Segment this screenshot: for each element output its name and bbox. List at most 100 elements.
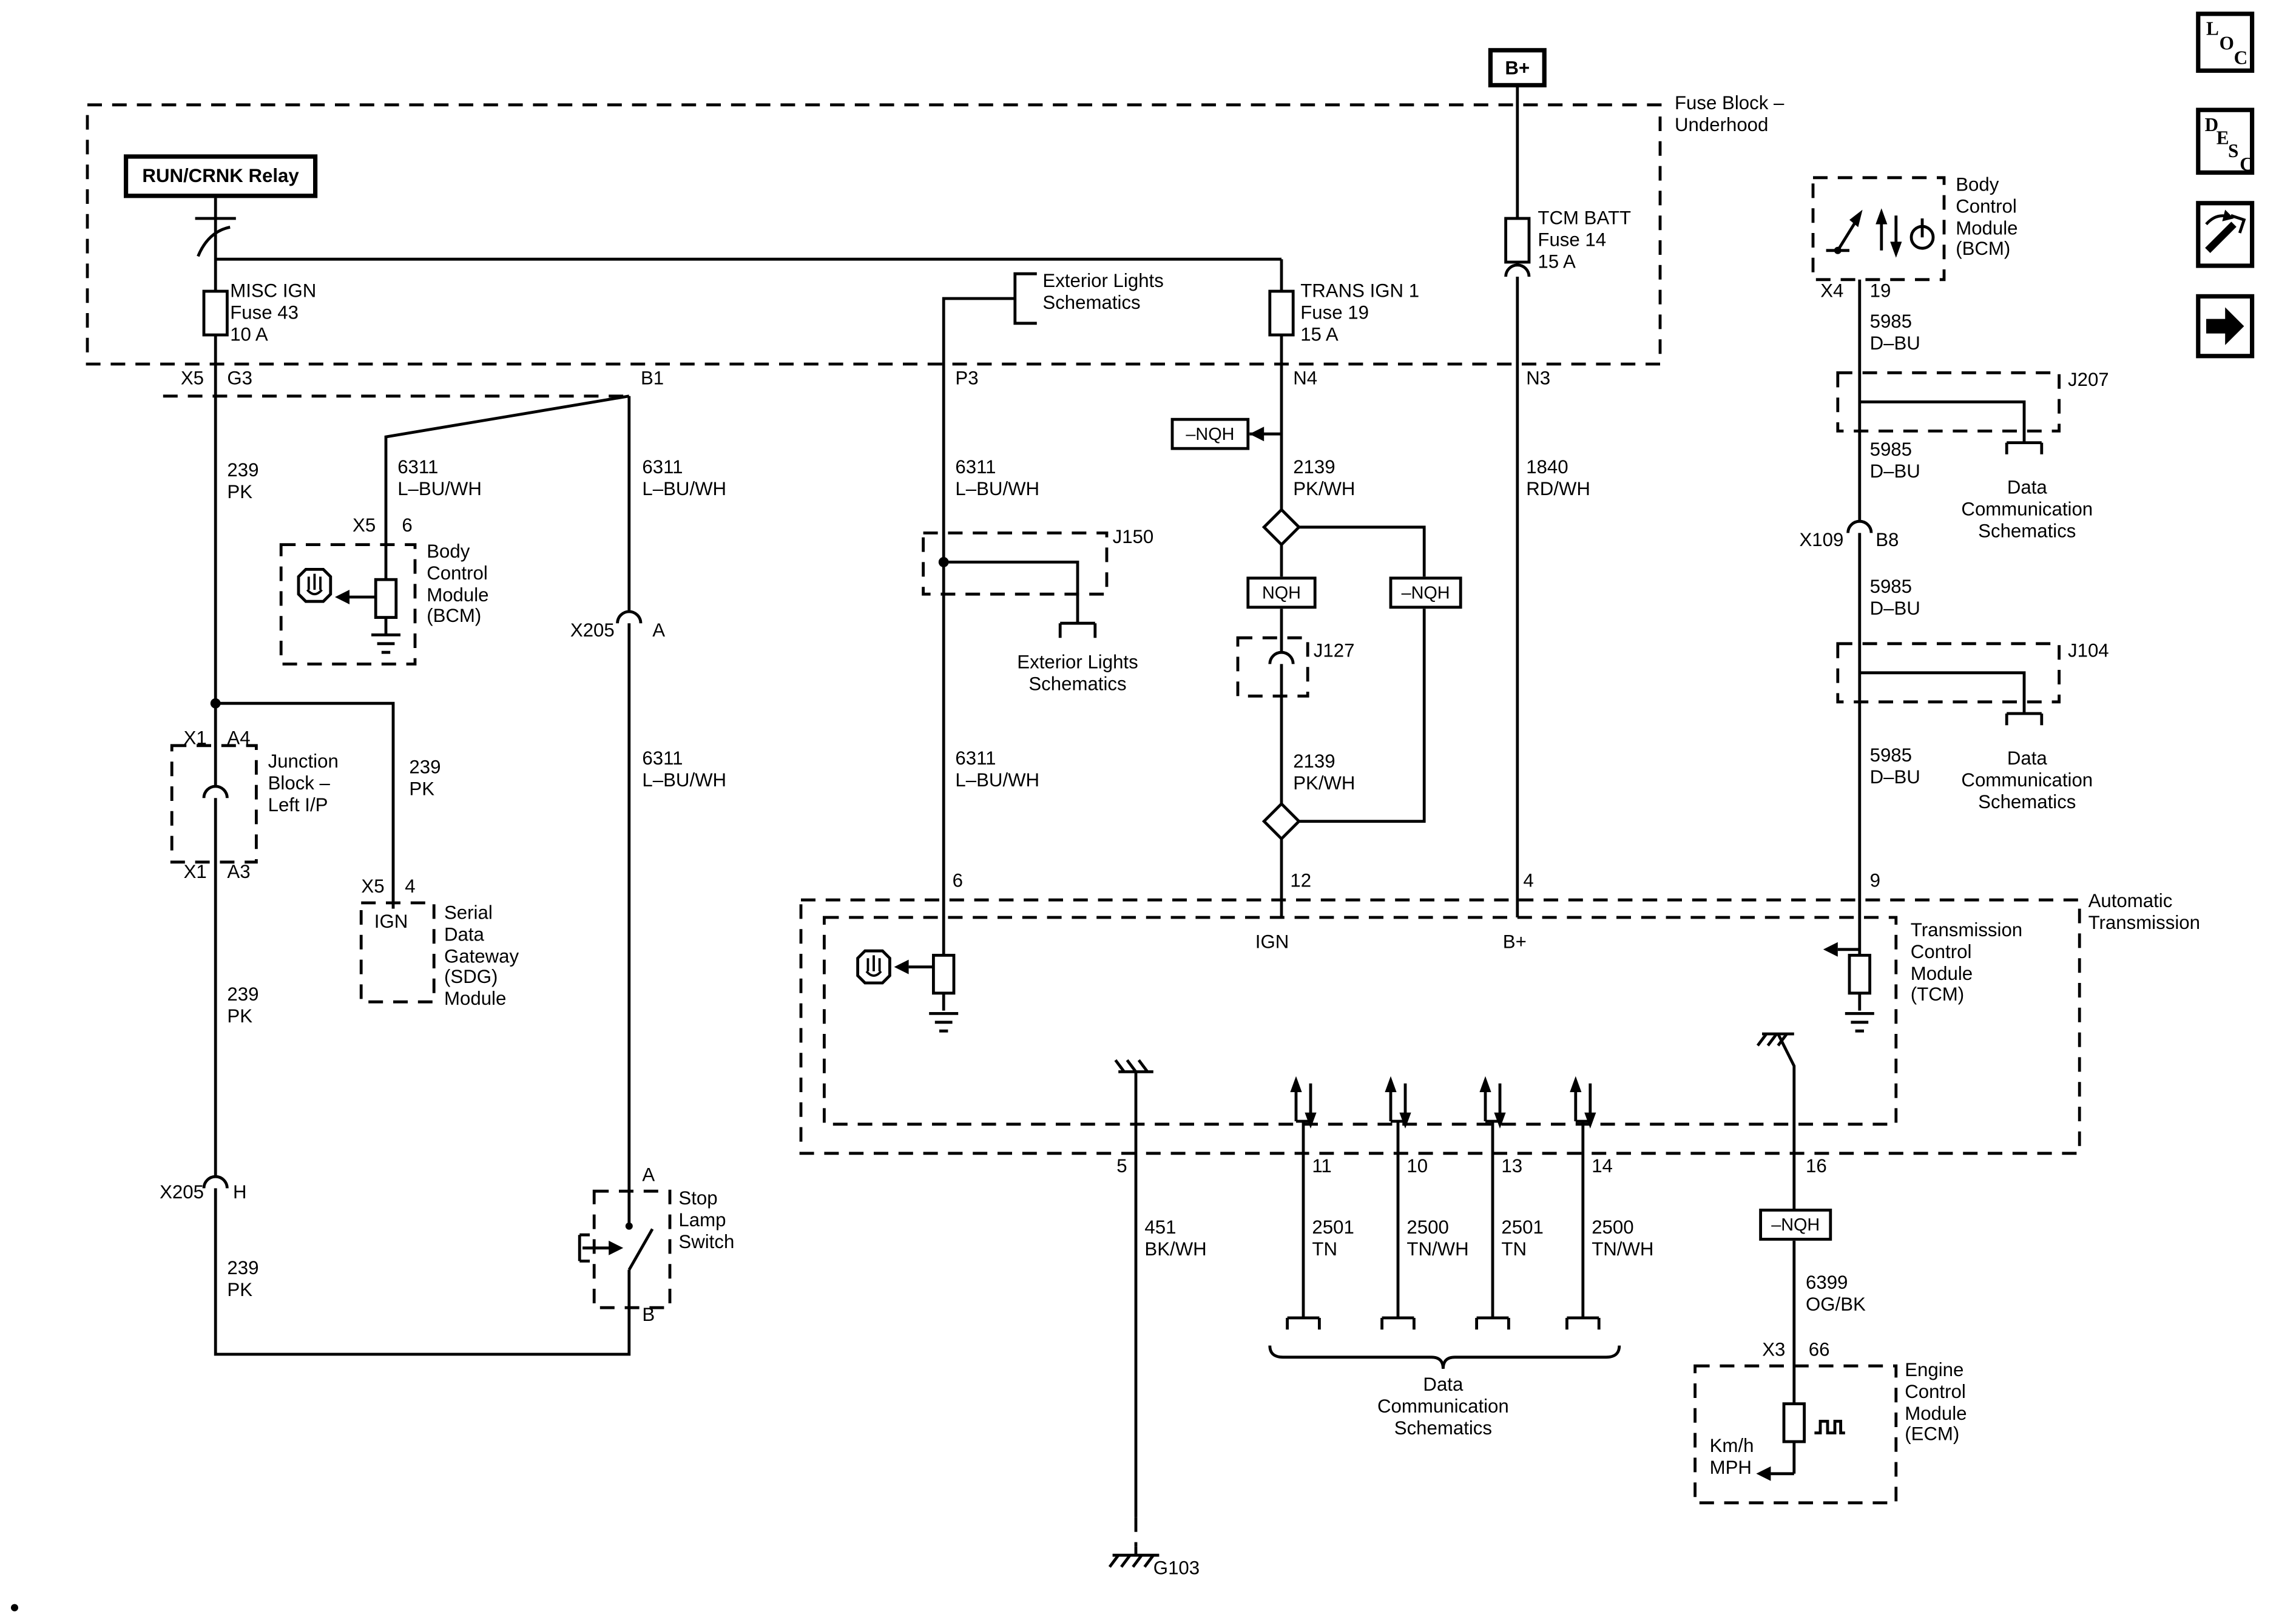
- wire-239-pk-sdg-branch: [215, 701, 395, 909]
- arrowheads-and-dots: [11, 208, 1902, 1612]
- tcm-ground-icon-b: [1845, 1012, 1874, 1033]
- dcs-bracket-b: [2005, 712, 2044, 726]
- pin-a4: A4: [227, 726, 251, 749]
- pin-6-bcm: 6: [402, 514, 413, 536]
- automatic-transmission-label: Automatic Transmission: [2088, 890, 2200, 933]
- pin-b8: B8: [1876, 528, 1899, 551]
- j207-label: J207: [2068, 368, 2109, 391]
- wire-label-6311-b: 6311 L–BU/WH: [642, 456, 727, 499]
- junction-connector-bump: [202, 785, 229, 798]
- j150-box: [922, 532, 1109, 596]
- sdg-box: [359, 901, 436, 1004]
- pin-19: 19: [1869, 279, 1891, 302]
- tcm-ign-label: IGN: [1255, 930, 1289, 953]
- pin-4: 4: [1523, 869, 1534, 891]
- wire-label-2501-a: 2501 TN: [1312, 1216, 1354, 1260]
- wire-label-2501-b: 2501 TN: [1501, 1216, 1544, 1260]
- wire-2139-right-branch: [1298, 525, 1426, 577]
- serial-data-line-11: [1286, 1083, 1321, 1330]
- desc-button[interactable]: D E S C: [2196, 107, 2255, 175]
- x205-a-connector-bump: [616, 610, 643, 624]
- splice-diamond-a: [1261, 507, 1302, 547]
- automatic-transmission-box: [799, 898, 2081, 1155]
- g103-ground-icon: [1112, 1546, 1160, 1557]
- j104-label: J104: [2068, 639, 2109, 661]
- fuse-trans-ign-icon: [1268, 289, 1295, 337]
- connector-x1-a: X1: [183, 726, 207, 749]
- nqh-arrowhead: [1249, 427, 1264, 442]
- fuse-tcm-batt-icon: [1504, 217, 1531, 264]
- g103-label: G103: [1153, 1556, 1200, 1579]
- junction-dot-b: [938, 557, 949, 567]
- wire-label-5985-b: 5985 D–BU: [1869, 438, 1920, 482]
- j104-branch: [1859, 671, 2026, 714]
- misc-ign-fuse-label: MISC IGN Fuse 43 10 A: [230, 279, 317, 345]
- j150-label: J150: [1112, 525, 1154, 548]
- connector-x5: X5: [180, 366, 204, 389]
- pin-12: 12: [1290, 869, 1312, 891]
- relay-contact-arc: [197, 226, 231, 257]
- dashed-boundaries: [86, 103, 2081, 1547]
- wrench-arrow-icon: [2205, 209, 2246, 254]
- ext-lights-ref-bracket-mid: [1058, 621, 1097, 638]
- forward-button[interactable]: [2196, 294, 2255, 359]
- wire-label-6399: 6399 OG/BK: [1806, 1271, 1866, 1315]
- wire-label-5985-d: 5985 D–BU: [1869, 744, 1920, 788]
- kmh-mph-label: Km/h MPH: [1709, 1434, 1754, 1478]
- ecm-resistor-icon: [1782, 1402, 1806, 1443]
- pin-14: 14: [1592, 1155, 1613, 1177]
- b-plus-box: B+: [1488, 48, 1547, 87]
- serial-data-line-10: [1380, 1083, 1416, 1330]
- pin-66: 66: [1808, 1338, 1830, 1360]
- ext-lights-ref-mid: Exterior Lights Schematics: [1017, 650, 1138, 695]
- fuse-block-box: [86, 103, 1662, 366]
- pin-16: 16: [1806, 1155, 1827, 1177]
- kmh-arrowhead: [1756, 1466, 1771, 1481]
- wire-label-2500-a: 2500 TN/WH: [1406, 1216, 1469, 1260]
- pin-6: 6: [952, 869, 963, 891]
- loc-button[interactable]: L O C: [2196, 12, 2255, 73]
- pin-10: 10: [1406, 1155, 1428, 1177]
- pin-a-x205: A: [652, 619, 666, 641]
- wire-6311-bcm-branch: [384, 394, 630, 580]
- dcs-bracket-a: [2005, 441, 2044, 454]
- pin-9: 9: [1869, 869, 1880, 891]
- j207-box: [1836, 371, 2061, 433]
- stop-lamp-pin-b: B: [642, 1303, 655, 1325]
- stop-hand-details: [306, 573, 882, 977]
- connector-x1-b: X1: [183, 860, 207, 883]
- j127-connector-bump: [1268, 650, 1295, 664]
- tcm-module-label: Transmission Control Module (TCM): [1910, 919, 2023, 1006]
- sdg-ign-label: IGN: [374, 910, 408, 932]
- j127-label: J127: [1313, 639, 1355, 661]
- x109-connector-bump: [1846, 519, 1873, 533]
- wire-label-6311-e: 6311 L–BU/WH: [955, 747, 1040, 791]
- pin-b1: B1: [641, 366, 664, 389]
- loc-letter-c: C: [2234, 46, 2248, 69]
- stop-lamp-arrowhead: [609, 1240, 624, 1255]
- tcm-arrowhead-a: [894, 959, 909, 974]
- pin-h-x205: H: [233, 1181, 247, 1203]
- connector-x205-a: X205: [570, 619, 615, 641]
- run-crnk-relay-box: RUN/CRNK Relay: [124, 154, 318, 198]
- stop-lamp-actuator-icon: [578, 1233, 612, 1263]
- nqh-reference-tag-ecm: –NQH: [1759, 1209, 1832, 1241]
- desc-letter-e: E: [2216, 126, 2229, 149]
- bcm-ground-icon: [371, 633, 401, 654]
- junction-dot-a: [210, 698, 221, 709]
- dcs-brace: [1268, 1345, 1621, 1369]
- wire-label-239-pk-b: 239 PK: [409, 755, 441, 800]
- tcm-resistor-icon-b: [1848, 954, 1872, 995]
- ecm-module-label: Engine Control Module (ECM): [1905, 1359, 1967, 1445]
- dcs-label-a: Data Communication Schematics: [1961, 476, 2093, 541]
- component-symbols: [202, 217, 1872, 1443]
- tcm-resistor-icon-a: [932, 954, 956, 995]
- tcm-batt-connector-bump: [1504, 263, 1531, 277]
- wire-6399: [1777, 1033, 1796, 1209]
- dcs-label-c: Data Communication Schematics: [1377, 1373, 1509, 1439]
- tools-button[interactable]: [2196, 201, 2255, 268]
- stop-lamp-switch-box: [592, 1189, 672, 1309]
- wire-label-2500-b: 2500 TN/WH: [1592, 1216, 1654, 1260]
- stop-lamp-switch-blade: [627, 1228, 654, 1271]
